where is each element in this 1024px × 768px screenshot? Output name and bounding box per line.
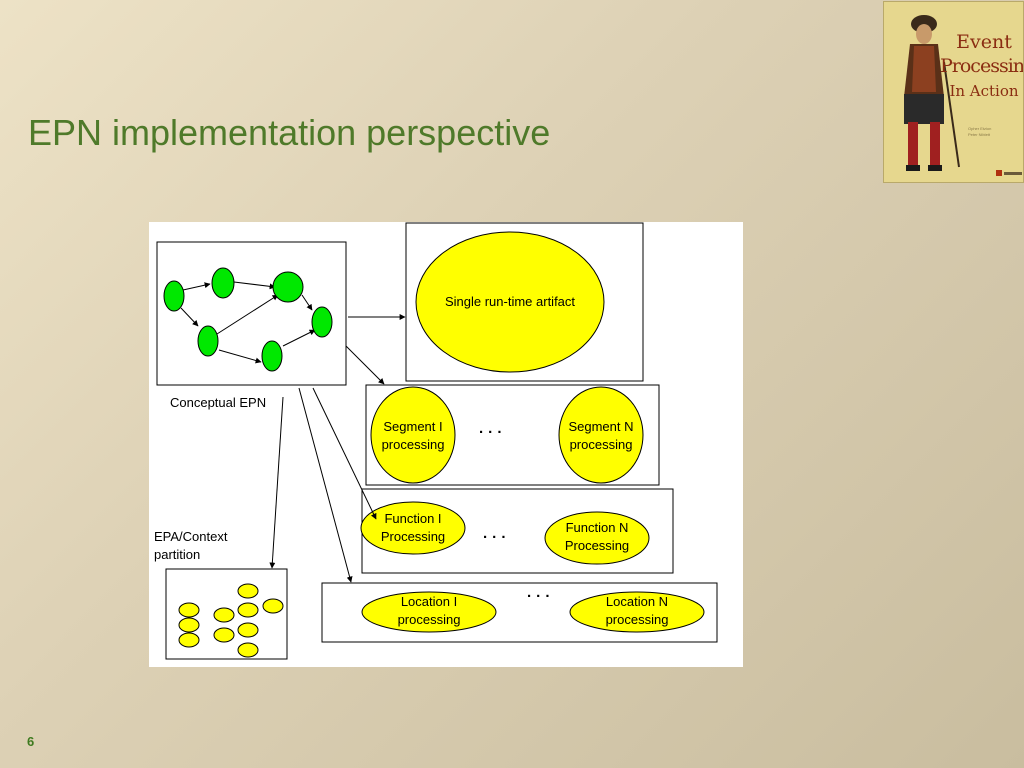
arrow-to-location	[298, 387, 353, 583]
function-last-ellipse	[544, 511, 650, 565]
segment-last-label: Segment N processing	[559, 418, 643, 454]
function-ellipsis: ...	[483, 525, 511, 542]
epa-node	[237, 622, 259, 638]
segment-first-label: Segment I processing	[371, 418, 455, 454]
mapping-arrows	[269, 314, 406, 583]
location-last-line1: Location N	[605, 594, 669, 609]
epa-node	[237, 583, 259, 599]
arrow-to-segment	[345, 345, 385, 385]
epa-node	[213, 607, 235, 623]
segment-last-ellipse	[558, 386, 644, 484]
epa-node	[237, 642, 259, 658]
epa-node	[178, 632, 200, 648]
epa-label-line1: EPA/Context	[154, 529, 228, 544]
segment-first-line1: Segment I	[383, 419, 443, 434]
function-last-label: Function N Processing	[545, 519, 649, 555]
location-first-line1: Location I	[400, 594, 458, 609]
location-first-ellipse	[361, 591, 497, 633]
single-artifact-label: Single run-time artifact	[444, 294, 576, 309]
epn-diagram: Conceptual EPN EPA/Context partition Sin…	[149, 222, 743, 667]
segment-ellipsis: ...	[479, 420, 507, 437]
epa-node	[178, 602, 200, 618]
epn-node	[311, 306, 333, 338]
function-first-ellipse	[360, 501, 466, 555]
location-first-line2: processing	[397, 612, 461, 627]
epn-node	[211, 267, 235, 299]
location-ellipsis: ...	[527, 584, 555, 601]
epa-node	[178, 617, 200, 633]
book-title-line2: Processing	[940, 55, 1024, 77]
epa-node	[262, 598, 284, 614]
function-first-line2: Processing	[380, 529, 446, 544]
conceptual-epn-edges	[180, 281, 316, 364]
conceptual-epn-label: Conceptual EPN	[170, 395, 267, 410]
conceptual-epn-nodes	[163, 267, 333, 372]
segment-last-line2: processing	[569, 437, 633, 452]
function-first-label: Function I Processing	[363, 510, 463, 546]
epa-partition-nodes	[178, 583, 284, 658]
book-author: Opher Etzion	[968, 126, 992, 131]
epa-label-line2: partition	[154, 547, 201, 562]
segment-last-line1: Segment N	[568, 419, 634, 434]
location-last-label: Location N processing	[570, 593, 704, 629]
function-first-line1: Function I	[384, 511, 442, 526]
location-last-ellipse	[569, 591, 705, 633]
book-cover-illustration	[884, 2, 1023, 182]
slide-title: EPN implementation perspective	[28, 112, 551, 153]
location-last-line2: processing	[605, 612, 669, 627]
epa-node	[237, 602, 259, 618]
book-authors: Opher Etzion Peter Niblett	[968, 126, 998, 138]
segment-first-line2: processing	[381, 437, 445, 452]
epa-node	[213, 627, 235, 643]
function-last-line2: Processing	[564, 538, 630, 553]
single-artifact-ellipse	[415, 231, 605, 373]
function-last-line1: Function N	[565, 520, 629, 535]
book-cover-image: Event Processing In Action Opher Etzion …	[883, 1, 1024, 183]
book-title-line3: In Action	[949, 82, 1019, 100]
location-first-label: Location I processing	[362, 593, 496, 629]
epn-node	[272, 271, 304, 303]
epa-context-label: EPA/Context partition	[154, 528, 227, 564]
epn-node	[163, 280, 185, 312]
diagram-graphics	[156, 222, 718, 660]
book-author: Peter Niblett	[968, 132, 991, 137]
segment-first-ellipse	[370, 386, 456, 484]
book-title-line1: Event	[956, 31, 1012, 53]
arrow-to-epa	[269, 396, 284, 569]
arrow-to-function	[312, 387, 377, 520]
epn-node	[261, 340, 283, 372]
epn-node	[197, 325, 219, 357]
page-number: 6	[27, 734, 35, 749]
